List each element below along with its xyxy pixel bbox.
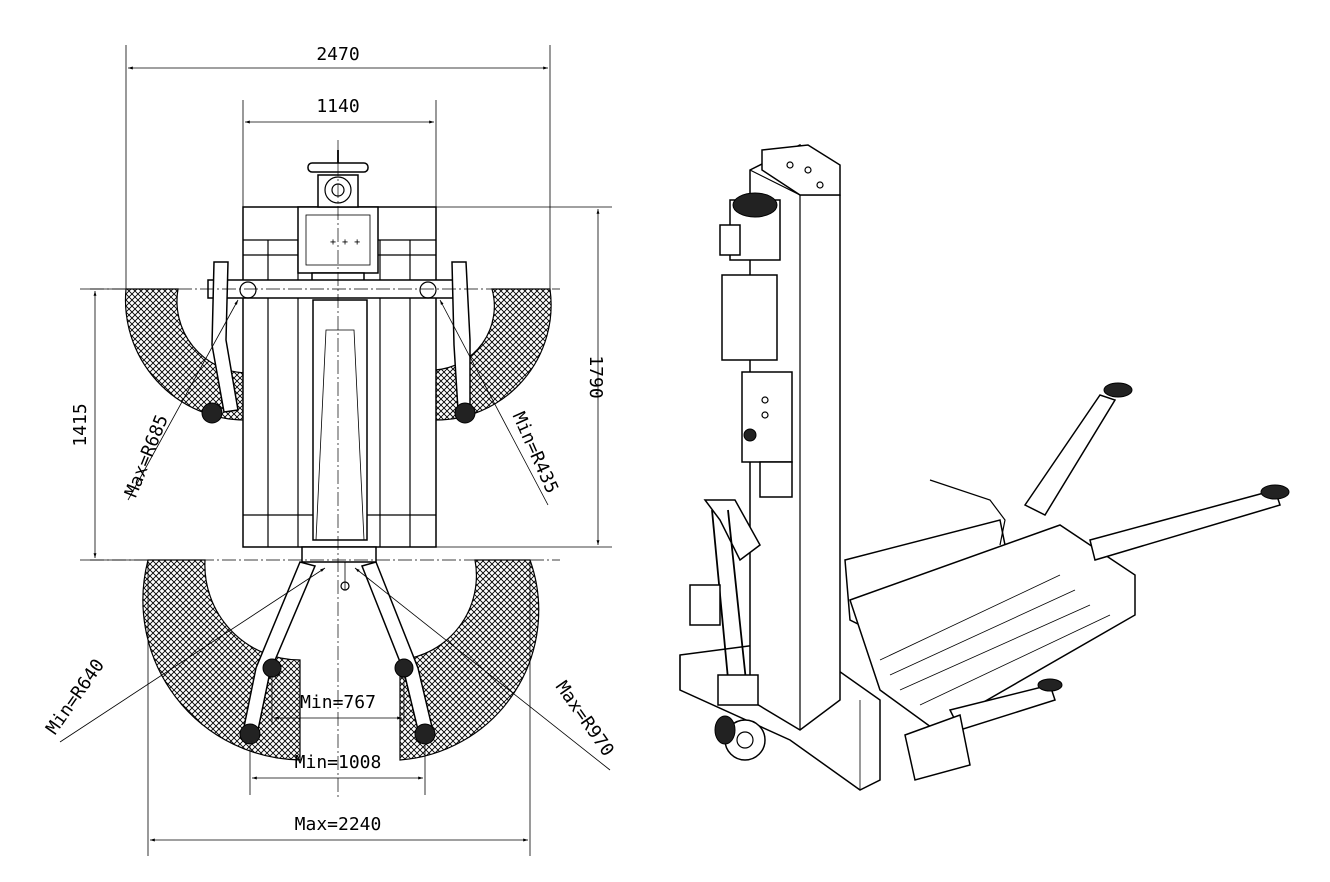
rear-right-arm (451, 261, 476, 424)
front-right-arm (360, 561, 436, 745)
dim-front-min-767-label: Min=767 (300, 692, 376, 713)
iso-arm-rear-long (1023, 382, 1133, 516)
dim-base-depth: 1790 (436, 206, 612, 548)
iso-runway-main (849, 524, 1136, 731)
iso-control-box (741, 371, 793, 498)
front-left-arm (239, 561, 317, 745)
dim-front-right-radius-label: Max=R970 (551, 677, 618, 760)
iso-motor (719, 192, 781, 361)
iso-arm-front (904, 678, 1063, 781)
rear-left-arm (201, 261, 239, 424)
dim-rear-left-radius-label: Max=R685 (121, 412, 173, 500)
dim-arm-spacing-label: 1415 (70, 403, 91, 446)
iso-wheels (714, 674, 766, 761)
dim-rear-right-radius-label: Min=R435 (508, 409, 562, 497)
dim-overall-width-label: 2470 (316, 44, 359, 65)
dim-front-min-1008-label: Min=1008 (295, 752, 382, 773)
dim-base-depth-label: 1790 (585, 355, 606, 398)
dim-arm-spacing: 1415 (70, 288, 148, 561)
swing-area-front-right (399, 559, 540, 761)
dim-column-width: 1140 (242, 96, 437, 207)
dim-front-min-1008: Min=1008 (249, 745, 426, 795)
column-head-cross-marks: + + + (330, 237, 360, 248)
dim-column-width-label: 1140 (316, 96, 359, 117)
dim-front-min-767: Min=767 (271, 676, 405, 725)
dim-front-left-radius-label: Min=R640 (42, 655, 109, 738)
top-view: + + + (42, 44, 618, 856)
dim-front-max-2240-label: Max=2240 (295, 814, 382, 835)
front-support (301, 546, 377, 591)
isometric-view (679, 144, 1290, 791)
iso-pump-handle (689, 499, 761, 701)
dim-overall-width: 2470 (125, 44, 551, 289)
dim-front-max-2240: Max=2240 (147, 560, 531, 856)
iso-arm-rear-right (1089, 484, 1290, 561)
